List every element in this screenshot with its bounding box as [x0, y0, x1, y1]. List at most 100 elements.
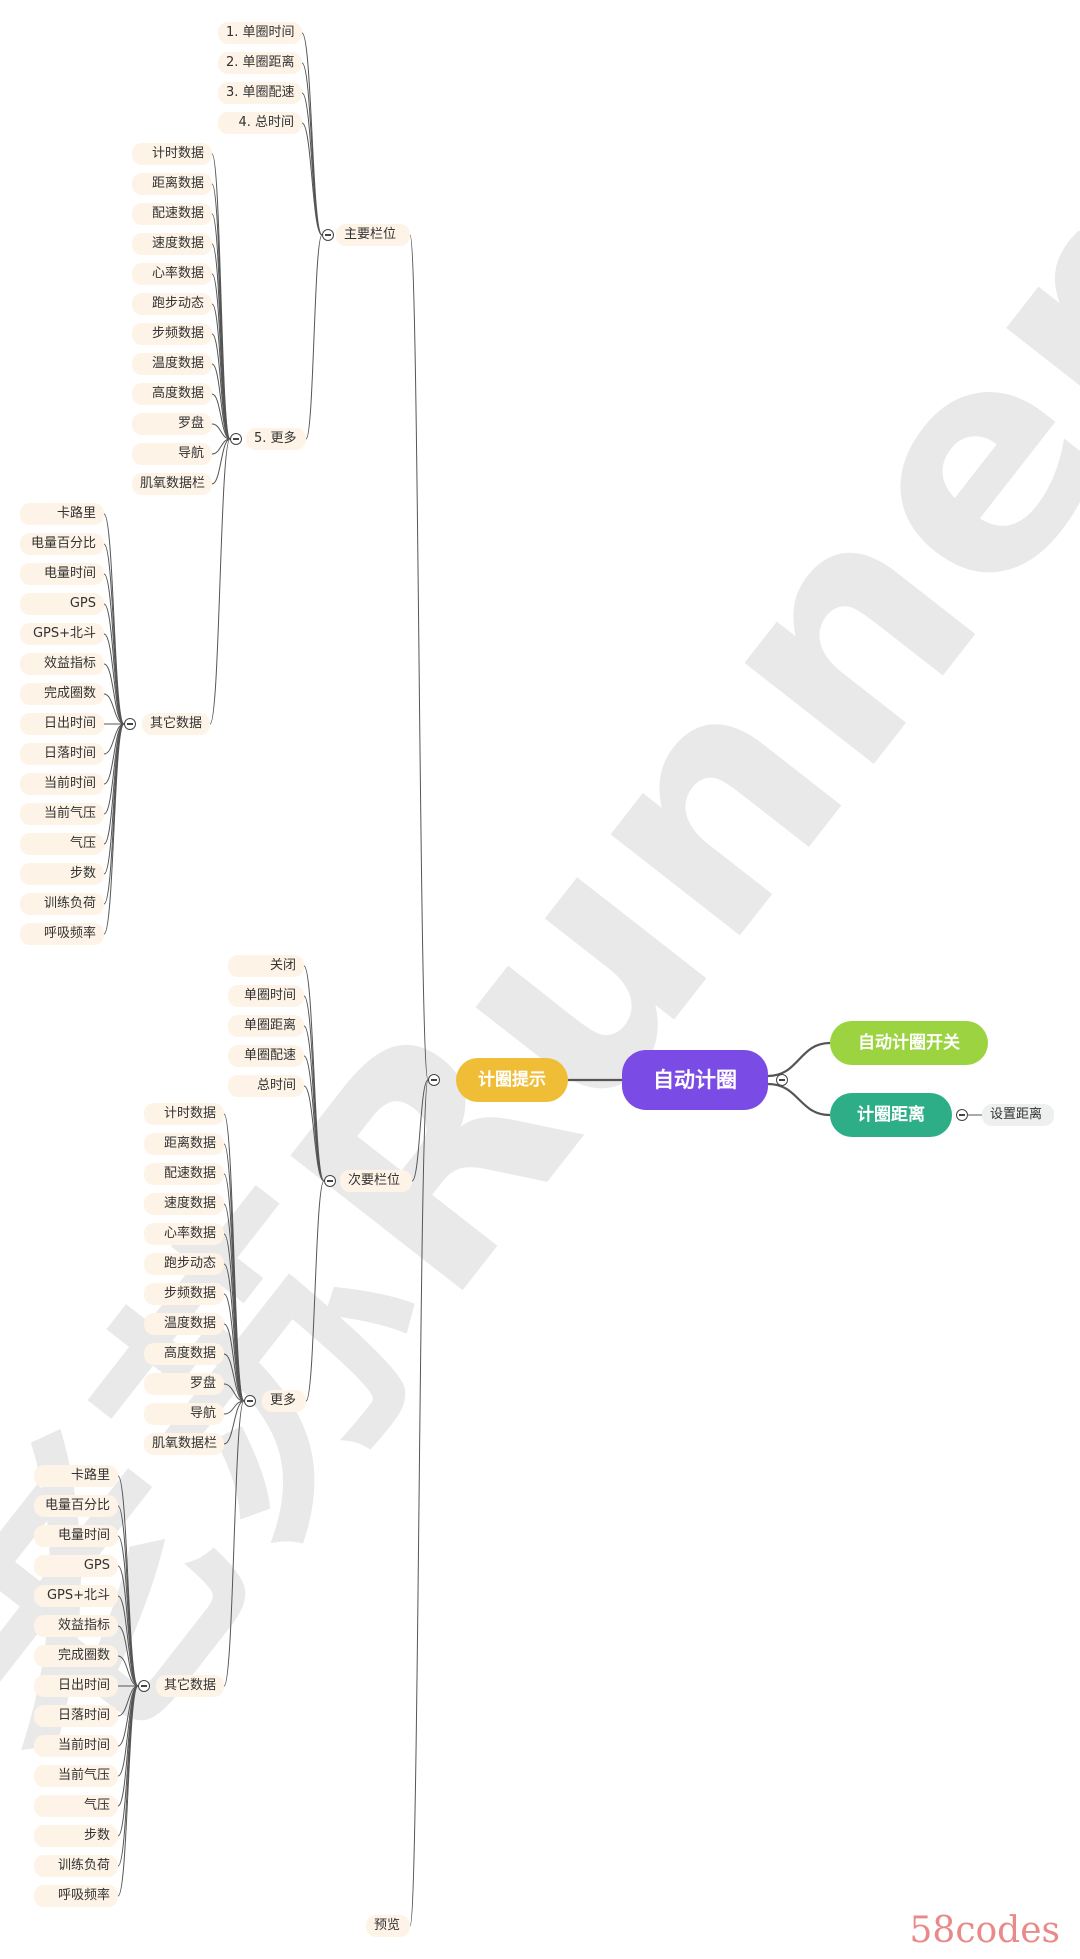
secondary-other-item[interactable]: 电量时间: [34, 1525, 118, 1547]
secondary-field-node[interactable]: 次要栏位: [340, 1170, 412, 1192]
connector-line: [223, 1353, 245, 1402]
secondary-other-item[interactable]: 日落时间: [34, 1705, 118, 1727]
secondary-field-item[interactable]: 关闭: [228, 955, 304, 977]
secondary-more-item[interactable]: 温度数据: [144, 1313, 224, 1335]
secondary-field-item[interactable]: 单圈配速: [228, 1045, 304, 1067]
main-more-collapse-toggle[interactable]: [230, 433, 242, 445]
secondary-more-item[interactable]: 肌氧数据栏: [144, 1433, 224, 1455]
secondary-more-item[interactable]: 心率数据: [144, 1223, 224, 1245]
secondary-other-item[interactable]: 效益指标: [34, 1615, 118, 1637]
secondary-other-item[interactable]: 卡路里: [34, 1465, 118, 1487]
secondary-more-item[interactable]: 计时数据: [144, 1103, 224, 1125]
main-more-item[interactable]: 心率数据: [132, 263, 212, 285]
main-more-item[interactable]: 配速数据: [132, 203, 212, 225]
secondary-other-collapse-toggle[interactable]: [138, 1680, 150, 1692]
main-other-item[interactable]: 日落时间: [20, 743, 104, 765]
secondary-other-node[interactable]: 其它数据: [156, 1675, 224, 1697]
preview-node[interactable]: 预览: [366, 1915, 410, 1937]
connector-line: [103, 603, 125, 725]
main-other-item[interactable]: 效益指标: [20, 653, 104, 675]
secondary-more-item[interactable]: 距离数据: [144, 1133, 224, 1155]
main-more-node[interactable]: 5. 更多: [246, 428, 306, 450]
main-other-item[interactable]: 电量时间: [20, 563, 104, 585]
main-more-item[interactable]: 罗盘: [132, 413, 212, 435]
main-field-node[interactable]: 主要栏位: [336, 224, 410, 246]
secondary-field-item[interactable]: 总时间: [228, 1075, 304, 1097]
main-more-item[interactable]: 高度数据: [132, 383, 212, 405]
secondary-other-item[interactable]: 训练负荷: [34, 1855, 118, 1877]
main-other-item[interactable]: GPS+北斗: [20, 623, 104, 645]
root-node[interactable]: 自动计圈: [622, 1050, 768, 1110]
secondary-more-item[interactable]: 配速数据: [144, 1163, 224, 1185]
connector-line: [117, 1685, 139, 1837]
secondary-field-collapse-toggle[interactable]: [324, 1175, 336, 1187]
lap-prompt-node[interactable]: 计圈提示: [456, 1058, 568, 1102]
connector-line: [211, 423, 231, 440]
secondary-more-item[interactable]: 速度数据: [144, 1193, 224, 1215]
connector-line: [117, 1535, 139, 1687]
main-more-item[interactable]: 距离数据: [132, 173, 212, 195]
connector-line: [211, 243, 231, 440]
connector-line: [305, 234, 323, 440]
main-more-item[interactable]: 跑步动态: [132, 293, 212, 315]
secondary-other-item[interactable]: 当前时间: [34, 1735, 118, 1757]
secondary-other-item[interactable]: 日出时间: [34, 1675, 118, 1697]
main-field-item[interactable]: 2. 单圈距离: [218, 52, 302, 74]
lap-prompt-collapse-toggle[interactable]: [428, 1074, 440, 1086]
connector-line: [409, 1079, 429, 1927]
secondary-other-item[interactable]: 呼吸频率: [34, 1885, 118, 1907]
connector-line: [211, 303, 231, 440]
secondary-other-item[interactable]: 气压: [34, 1795, 118, 1817]
secondary-more-item[interactable]: 导航: [144, 1403, 224, 1425]
secondary-more-item[interactable]: 跑步动态: [144, 1253, 224, 1275]
main-other-item[interactable]: 气压: [20, 833, 104, 855]
main-other-item[interactable]: 训练负荷: [20, 893, 104, 915]
root-collapse-toggle[interactable]: [776, 1074, 788, 1086]
main-more-item[interactable]: 导航: [132, 443, 212, 465]
secondary-other-item[interactable]: 完成圈数: [34, 1645, 118, 1667]
main-other-node[interactable]: 其它数据: [142, 713, 210, 735]
auto-lap-switch-node[interactable]: 自动计圈开关: [830, 1021, 988, 1065]
main-other-item[interactable]: 电量百分比: [20, 533, 104, 555]
main-other-item[interactable]: 当前气压: [20, 803, 104, 825]
connector-line: [303, 1085, 325, 1182]
secondary-more-collapse-toggle[interactable]: [244, 1395, 256, 1407]
main-more-item[interactable]: 速度数据: [132, 233, 212, 255]
secondary-more-item[interactable]: 步频数据: [144, 1283, 224, 1305]
main-more-item[interactable]: 肌氧数据栏: [132, 473, 212, 495]
secondary-field-item[interactable]: 单圈距离: [228, 1015, 304, 1037]
connector-line: [767, 1041, 831, 1078]
main-field-item[interactable]: 1. 单圈时间: [218, 22, 302, 44]
secondary-more-node[interactable]: 更多: [262, 1390, 306, 1412]
secondary-other-item[interactable]: 当前气压: [34, 1765, 118, 1787]
secondary-more-item[interactable]: 高度数据: [144, 1343, 224, 1365]
main-other-collapse-toggle[interactable]: [124, 718, 136, 730]
set-distance-node[interactable]: 设置距离: [982, 1104, 1054, 1126]
main-other-item[interactable]: 日出时间: [20, 713, 104, 735]
main-other-item[interactable]: GPS: [20, 593, 104, 615]
main-more-item[interactable]: 步频数据: [132, 323, 212, 345]
connector-line: [103, 693, 125, 725]
connector-line: [103, 723, 125, 875]
lap-distance-node[interactable]: 计圈距离: [830, 1093, 952, 1137]
secondary-other-item[interactable]: GPS+北斗: [34, 1585, 118, 1607]
secondary-more-item[interactable]: 罗盘: [144, 1373, 224, 1395]
main-more-item[interactable]: 温度数据: [132, 353, 212, 375]
secondary-field-item[interactable]: 单圈时间: [228, 985, 304, 1007]
secondary-other-item[interactable]: 步数: [34, 1825, 118, 1847]
main-other-item[interactable]: 当前时间: [20, 773, 104, 795]
connector-line: [103, 663, 125, 725]
main-field-item[interactable]: 3. 单圈配速: [218, 82, 302, 104]
main-other-item[interactable]: 步数: [20, 863, 104, 885]
main-field-item[interactable]: 4. 总时间: [218, 112, 302, 134]
lap-distance-collapse-toggle[interactable]: [956, 1109, 968, 1121]
main-field-collapse-toggle[interactable]: [322, 229, 334, 241]
main-other-item[interactable]: 卡路里: [20, 503, 104, 525]
main-other-item[interactable]: 完成圈数: [20, 683, 104, 705]
secondary-other-item[interactable]: GPS: [34, 1555, 118, 1577]
connector-line: [211, 363, 231, 440]
main-other-item[interactable]: 呼吸频率: [20, 923, 104, 945]
connector-line: [223, 1173, 245, 1402]
main-more-item[interactable]: 计时数据: [132, 143, 212, 165]
secondary-other-item[interactable]: 电量百分比: [34, 1495, 118, 1517]
